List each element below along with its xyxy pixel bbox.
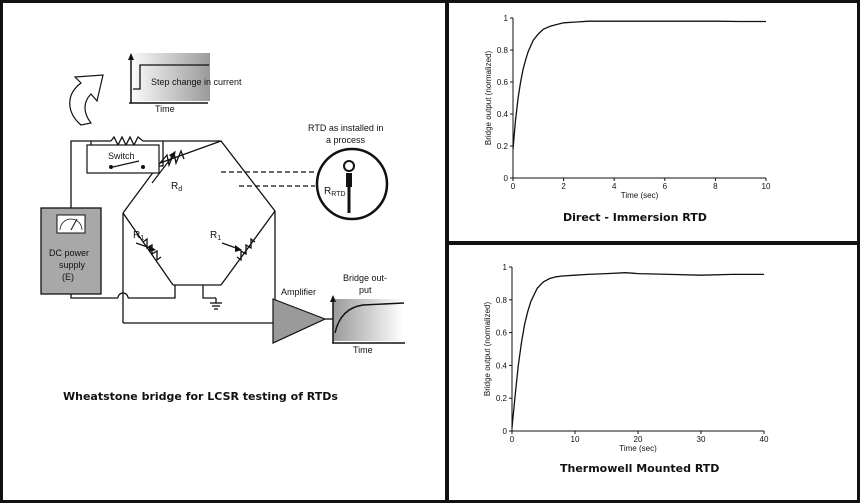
y-tick-label: 0: [503, 427, 508, 436]
x-tick-label: 10: [762, 182, 771, 191]
rtd-title-line1: RTD as installed in: [308, 123, 383, 133]
dc-power-supply: DC power supply (E): [40, 207, 102, 295]
resistor-r1-right: [236, 237, 256, 262]
svg-text:R1: R1: [210, 230, 221, 242]
x-tick-label: 4: [612, 182, 617, 191]
amplifier-label: Amplifier: [281, 287, 316, 297]
diagram-caption: Wheatstone bridge for LCSR testing of RT…: [63, 390, 338, 403]
svg-text:Rd: Rd: [171, 181, 182, 193]
bridge-diagram-panel: Step change in current Time: [0, 0, 448, 503]
r1-left-label: R: [133, 230, 140, 241]
x-tick-label: 2: [561, 182, 566, 191]
y-tick-label: 0: [504, 174, 509, 183]
x-tick-label: 40: [760, 435, 769, 444]
step-time-label: Time: [155, 104, 175, 114]
r1-left-subscript: 1: [140, 235, 144, 242]
bridge-output-label-line2: put: [359, 285, 372, 295]
bridge-diagram: Step change in current Time: [40, 53, 405, 355]
y-tick-label: 0.4: [497, 110, 509, 119]
switch: Switch: [86, 144, 160, 174]
x-tick-label: 0: [510, 435, 515, 444]
y-axis-label: Bridge output (normalized): [484, 51, 493, 146]
supply-label-line1: DC power: [49, 248, 89, 258]
y-tick-label: 1: [504, 14, 509, 23]
r1-right-subscript: 1: [217, 235, 221, 242]
chart-thermowell-title: Thermowell Mounted RTD: [560, 462, 720, 475]
rrtd-subscript: RTD: [331, 191, 345, 198]
x-axis-label: Time (sec): [621, 191, 659, 200]
x-axis-label: Time (sec): [619, 444, 657, 453]
amplifier-icon: [272, 298, 327, 344]
y-tick-label: 1: [503, 263, 508, 272]
x-tick-label: 10: [571, 435, 580, 444]
svg-text:RRTD: RRTD: [324, 186, 346, 198]
y-tick-label: 0.8: [497, 46, 509, 55]
y-tick-label: 0.6: [496, 329, 508, 338]
x-tick-label: 20: [634, 435, 643, 444]
y-tick-label: 0.2: [497, 142, 509, 151]
bridge-output-inset: Time: [330, 295, 405, 355]
step-change-label: Step change in current: [151, 77, 242, 87]
curved-arrow-icon: [69, 74, 104, 126]
resistor-top: [110, 135, 144, 147]
svg-text:R1: R1: [133, 230, 144, 242]
output-time-label: Time: [353, 345, 373, 355]
rd-subscript: d: [178, 186, 182, 193]
switch-label: Switch: [108, 151, 135, 161]
series-line: [512, 20, 766, 150]
x-tick-label: 0: [511, 182, 516, 191]
rtd-probe-icon: [315, 147, 389, 221]
supply-label-line2: supply: [59, 260, 86, 270]
y-axis-label: Bridge output (normalized): [483, 302, 492, 397]
y-tick-label: 0.2: [496, 394, 508, 403]
rtd-title-line2: a process: [326, 135, 366, 145]
supply-label-line3: (E): [62, 272, 74, 282]
series-line: [511, 272, 764, 428]
x-tick-label: 8: [713, 182, 718, 191]
y-tick-label: 0.4: [496, 361, 508, 370]
step-change-inset: Step change in current Time: [128, 53, 242, 114]
x-tick-label: 30: [697, 435, 706, 444]
bridge-output-label-line1: Bridge out-: [343, 273, 387, 283]
rrtd-label: R: [324, 186, 331, 197]
x-tick-label: 6: [663, 182, 668, 191]
chart-direct-title: Direct - Immersion RTD: [563, 211, 707, 224]
y-tick-label: 0.6: [497, 78, 509, 87]
y-tick-label: 0.8: [496, 296, 508, 305]
r1-right-label: R: [210, 230, 217, 241]
rd-label: R: [171, 181, 178, 192]
